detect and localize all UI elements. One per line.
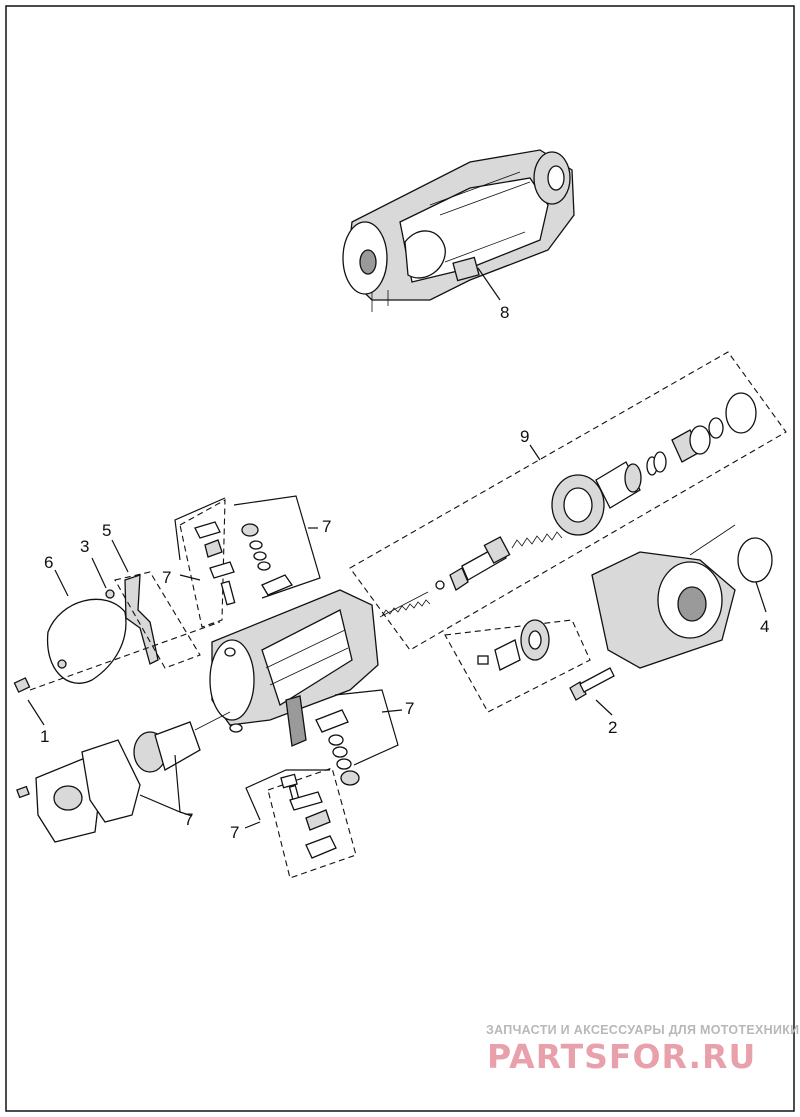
o-ring-4: [737, 537, 773, 583]
group-bracket-7b: [233, 495, 321, 599]
callout-7a: 7: [162, 568, 171, 587]
screw-1: [13, 677, 31, 693]
leader-4: [755, 581, 767, 613]
brush-parts-7b: [241, 523, 293, 596]
callout-9: 9: [520, 427, 529, 446]
watermark-tagline: ЗАПЧАСТИ И АКСЕССУАРЫ ДЛЯ МОТОТЕХНИКИ: [486, 1023, 799, 1037]
starter-body-drawing: [209, 589, 379, 747]
leader-5: [111, 539, 129, 573]
leader-7a: [179, 574, 201, 581]
group-box-7a: [179, 499, 226, 628]
callout-2: 2: [608, 718, 617, 737]
group-box-gears: [444, 619, 591, 713]
starter-assembly-drawing: [342, 149, 575, 312]
leader-8: [477, 267, 501, 301]
diagram-border: [5, 5, 795, 1112]
watermark-logo: PARTSFOR.RU: [487, 1037, 756, 1076]
assembly-axis: [29, 621, 221, 691]
callout-7d: 7: [405, 699, 414, 718]
callout-6: 6: [44, 553, 53, 572]
callout-5: 5: [102, 521, 111, 540]
drive-housing-drawing: [477, 524, 736, 671]
bracket-5: [124, 574, 159, 665]
brush-parts-7a: [194, 521, 236, 606]
group-box-9: [349, 351, 787, 651]
solenoid-body-drawing: [154, 721, 201, 771]
plunger-rod: [194, 711, 231, 731]
nut-3: [105, 589, 115, 599]
screw-small: [16, 785, 30, 799]
group-box-7e: [267, 767, 357, 879]
callout-8: 8: [500, 303, 509, 322]
brush-parts-7e: [280, 773, 337, 859]
leader-7d: [381, 709, 403, 713]
callout-7c: 7: [184, 810, 193, 829]
brush-parts-7d: [315, 709, 360, 786]
end-cover-6-hub: [57, 659, 67, 669]
leader-9: [529, 444, 541, 461]
group-bracket-7d: [334, 689, 399, 766]
callout-3: 3: [80, 537, 89, 556]
group-bracket-7e: [245, 769, 330, 821]
callout-7b: 7: [322, 517, 331, 536]
callout-1: 1: [40, 727, 49, 746]
end-cover-6: [46, 598, 127, 684]
group-box-bracket: [114, 571, 201, 669]
callout-4: 4: [760, 617, 769, 636]
leader-2: [595, 699, 613, 716]
solenoid-cover-boss: [53, 785, 83, 811]
gasket-drawing: [81, 739, 141, 823]
armature-shaft-drawing: [379, 392, 757, 618]
leader-1: [27, 699, 45, 726]
bolt-2-drawing: [569, 667, 615, 701]
leader-7c: [179, 811, 193, 817]
leader-3: [91, 557, 107, 589]
leader-7e: [244, 821, 261, 829]
leader-6: [54, 569, 69, 597]
group-bracket-7a: [174, 497, 226, 561]
callout-7e: 7: [230, 823, 239, 842]
